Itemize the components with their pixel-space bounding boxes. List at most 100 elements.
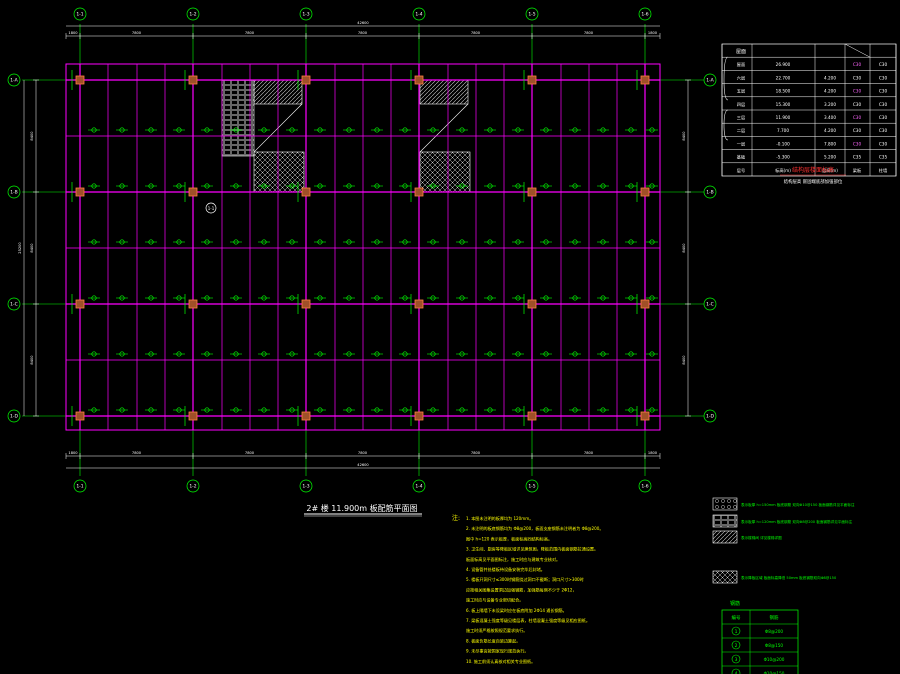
- section-tag-circle: [205, 202, 217, 214]
- grid-bubble-bottom-2: [186, 479, 200, 493]
- rebar-table-id-circle-3: [731, 668, 741, 674]
- column-6-3: [640, 299, 650, 309]
- stair-hatch-left: [221, 79, 255, 157]
- grid-bubble-left-3: [7, 297, 21, 311]
- column-1-1: [75, 75, 85, 85]
- floor-table-elev-3: 15.300: [776, 102, 791, 107]
- grid-bubble-label-bottom-2: 1-2: [189, 484, 196, 490]
- column-2-1: [188, 75, 198, 85]
- note-line-9: 6. 板上隔墙下未设梁时应在板底附加 2Φ14 通长钢筋。: [466, 607, 567, 613]
- grid-bubble-left-2: [7, 185, 21, 199]
- note-line-7: 应按相关图集设置洞边加强钢筋，加强筋每侧不少于 2Φ12，: [466, 586, 577, 592]
- section-tag-label: 1-1: [208, 206, 215, 211]
- hatch-legend: 表示板厚 h=150mm 板底钢筋 双向Φ10@150 板面钢筋详见平面标注表示…: [712, 497, 855, 584]
- floor-table-elev-0: 26.900: [776, 62, 791, 67]
- floor-table-note-2: C30: [879, 89, 888, 94]
- note-line-4: 板面标高见平面图标注，施工时应与建筑专业核对。: [466, 556, 560, 562]
- column-5-1: [527, 75, 537, 85]
- grid-bubble-label-top-4: 1-4: [415, 12, 422, 18]
- floor-table-grade-7: C35: [853, 155, 862, 160]
- dim-top-label-3: 7800: [358, 31, 368, 35]
- floor-table-floor-4: 三层: [737, 115, 745, 121]
- grid-bubble-label-top-1: 1-1: [76, 12, 83, 18]
- grid-bubble-left-1: [7, 73, 21, 87]
- floor-table-height-6: 7.800: [824, 141, 836, 146]
- note-line-14: 10. 施工前须认真核对相关专业图纸。: [466, 658, 535, 664]
- rebar-table-id-1: 2: [735, 643, 738, 649]
- rebar-table-border: [721, 609, 799, 674]
- floor-table-grade-3: C30: [853, 102, 862, 107]
- column-2-4: [188, 411, 198, 421]
- rebar-table-id-2: 3: [735, 657, 738, 663]
- floor-table-note-6: C30: [879, 141, 888, 146]
- dim-top-label-1: 7800: [132, 31, 142, 35]
- column-layer: [75, 75, 650, 421]
- column-5-3: [527, 299, 537, 309]
- grid-bubble-label-top-2: 1-2: [189, 12, 196, 18]
- grid-bubble-label-right-4: 1-D: [706, 414, 714, 420]
- floor-table-elev-7: -5.300: [776, 155, 790, 160]
- note-line-11: 施工时须严格按照规范要求执行。: [466, 627, 527, 633]
- notes-heading: 注:: [452, 514, 460, 522]
- grid-bubble-right-4: [703, 409, 717, 423]
- stair-diagonal-2: [419, 103, 469, 153]
- legend-swatch-2: [712, 530, 738, 544]
- hatch-layer: [221, 79, 471, 193]
- rebar-table-head-bar: 钢筋: [770, 614, 779, 621]
- rebar-table-title: 钢筋: [730, 600, 740, 607]
- floor-table-floor-6: 一层: [737, 141, 745, 147]
- note-line-10: 7. 梁板混凝土强度等级见楼层表，柱墙混凝土强度等级见相应图纸。: [466, 617, 590, 623]
- dim-bottom-label-4: 7800: [471, 451, 481, 455]
- legend-text-0: 表示板厚 h=150mm 板底钢筋 双向Φ10@150 板面钢筋详见平面标注: [741, 502, 855, 507]
- column-6-1: [640, 75, 650, 85]
- dim-top-label-4: 7800: [471, 31, 481, 35]
- dim-bottom-label-1: 7800: [132, 451, 142, 455]
- floor-table-floor-8: 层号: [737, 168, 745, 174]
- legend-swatch-0: [712, 497, 738, 511]
- dim-right-label-2: 8400: [682, 355, 686, 365]
- floor-table-header: 屋面: [736, 49, 746, 55]
- floor-table-elev-8: 标高(m): [775, 167, 791, 174]
- floor-table-note-1: C30: [879, 75, 888, 80]
- column-4-1: [414, 75, 424, 85]
- dim-bottom-label-0: 1800: [68, 451, 78, 455]
- grid-bubble-label-left-4: 1-D: [10, 414, 18, 420]
- legend-text-3: 表示降板区域 板面标高降低 50mm 板底钢筋双向Φ8@150: [741, 575, 837, 580]
- grid-bubble-right-1: [703, 73, 717, 87]
- floor-table-grade-6: C30: [853, 141, 862, 146]
- floor-table-height-5: 4.200: [824, 128, 836, 133]
- column-1-2: [75, 187, 85, 197]
- floor-table-elev-1: 22.700: [776, 75, 791, 80]
- opening-hatch-2: [253, 151, 305, 193]
- column-3-2: [301, 187, 311, 197]
- dim-left-total: 25200: [18, 242, 22, 254]
- grid-bubble-bottom-6: [638, 479, 652, 493]
- dim-left-label-2: 8400: [30, 355, 34, 365]
- grid-bubble-bottom-1: [73, 479, 87, 493]
- dim-top-label-6: 1800: [648, 31, 658, 35]
- note-line-0: 1. 本图未注明的板厚均为 120mm。: [466, 515, 533, 521]
- floor-table-floor-0: 屋面: [737, 62, 745, 68]
- floor-table-elev-4: 11.900: [776, 115, 791, 120]
- floor-table-elev-6: -0.100: [776, 141, 790, 146]
- dim-right-label-1: 8400: [682, 243, 686, 253]
- rebar-table-head-id: 编号: [732, 614, 741, 621]
- beam-layer: [65, 63, 661, 431]
- grid-bubble-label-bottom-3: 1-3: [302, 484, 309, 490]
- floor-table-red-subtitle: 结构层高 嵌固端底部加强部位: [784, 178, 843, 185]
- rebar-layer: [71, 70, 658, 426]
- grid-bubble-top-2: [186, 7, 200, 21]
- opening-hatch-3: [419, 79, 469, 105]
- dim-top-label-0: 1800: [68, 31, 78, 35]
- grid-bubble-left-4: [7, 409, 21, 423]
- column-3-3: [301, 299, 311, 309]
- floor-table-grade-8: 梁板: [853, 167, 862, 174]
- note-line-8: 施工时应与设备专业密切配合。: [466, 597, 523, 603]
- grid-bubble-bottom-4: [412, 479, 426, 493]
- grid-bubble-bottom-3: [299, 479, 313, 493]
- dim-bottom-total: 42600: [357, 463, 369, 467]
